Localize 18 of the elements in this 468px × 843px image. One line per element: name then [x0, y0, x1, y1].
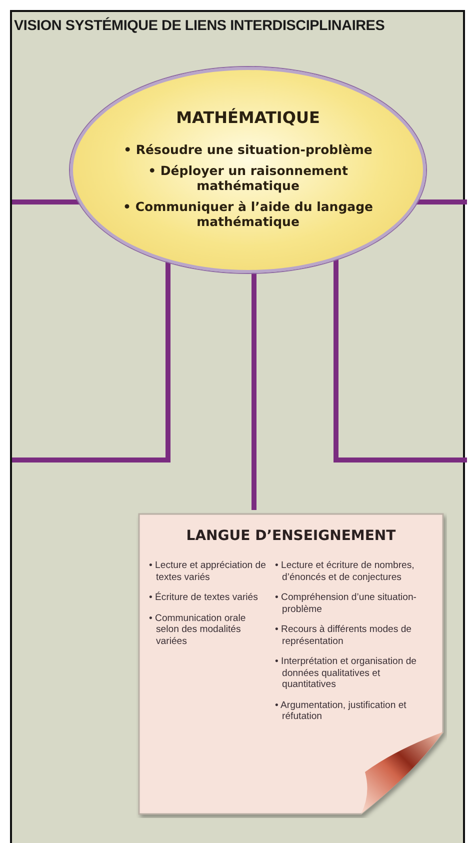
list-item: • Interprétation et organisation de données qualitatives et quantitatives: [275, 656, 418, 690]
list-item: • Lecture et appréciation de textes variés: [149, 560, 267, 583]
ellipse-heading: MATHÉMATIQUE: [176, 108, 320, 127]
list-item: • Compréhension d’une situation-problème: [275, 592, 418, 615]
list-item: • Argumentation, justification et réfutation: [275, 700, 408, 722]
connector-line: [415, 200, 467, 204]
list-item: • Lecture et écriture de nombres, d’énoncés et de conjectures: [275, 560, 416, 583]
connector-line: [12, 200, 81, 204]
list-item: • Recours à différents modes de représentation: [275, 624, 413, 647]
list-item: • Communication orale selon des modalités variées: [149, 612, 247, 647]
list-item: • Communiquer à l’aide du langage mathématique: [122, 199, 374, 229]
list-item: • Déployer un raisonnement mathématique: [147, 163, 349, 193]
card-heading: LANGUE D’ENSEIGNEMENT: [185, 528, 397, 544]
connector-line: [334, 258, 467, 462]
list-item: • Écriture de textes variés: [149, 592, 259, 604]
diagram-title: VISION SYSTÉMIQUE DE LIENS INTERDISCIPLINAIRES: [14, 18, 385, 34]
connector-line: [12, 260, 170, 462]
list-item: • Résoudre une situation-problème: [124, 142, 372, 157]
